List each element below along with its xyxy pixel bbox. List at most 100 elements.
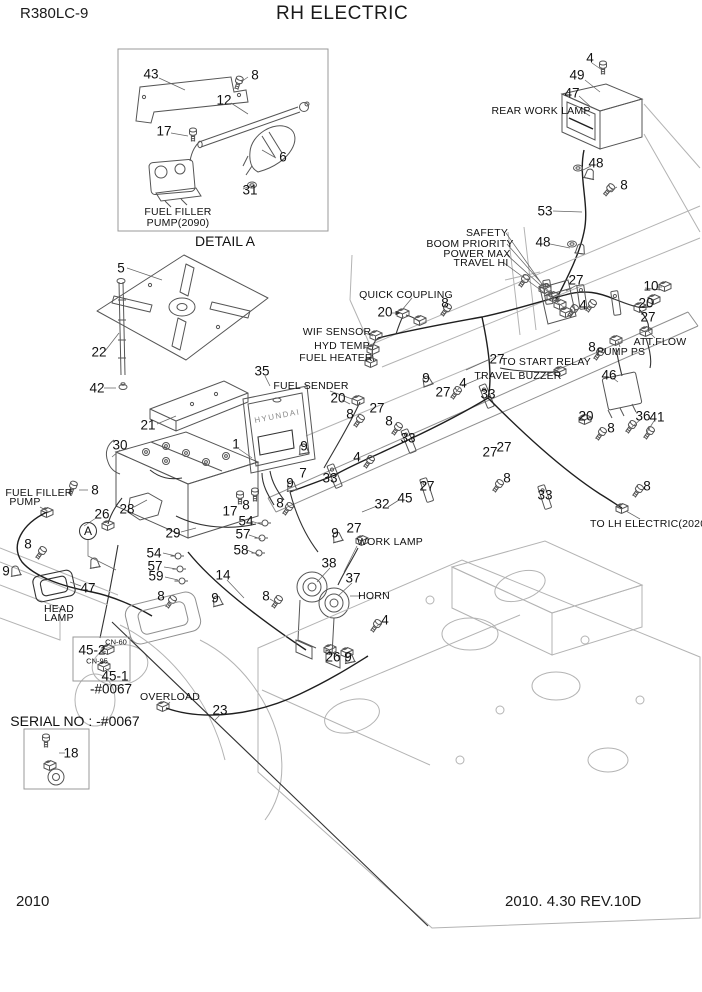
callout-27: 27: [489, 351, 505, 367]
page-number: 2010: [16, 893, 50, 910]
callout-23: 23: [212, 702, 228, 718]
callout-54: 54: [238, 513, 254, 529]
callout-35: 35: [254, 363, 270, 379]
callout-9: 9: [2, 563, 10, 579]
callout-43: 43: [143, 66, 159, 82]
callout-33: 33: [537, 487, 553, 503]
callout-45-1: 45-1: [101, 668, 129, 684]
callout-8: 8: [262, 588, 270, 604]
callout-0067: -#0067: [89, 681, 133, 697]
callout-detail-a: DETAIL A: [195, 233, 255, 249]
callout-42: 42: [89, 380, 105, 396]
callout-9: 9: [211, 590, 219, 606]
callout-26: 26: [94, 506, 110, 522]
callout-47: 47: [564, 85, 580, 101]
callout-8: 8: [620, 177, 628, 193]
callout-5: 5: [117, 260, 125, 276]
callout-8: 8: [91, 482, 99, 498]
callout-travel-buzzer: TRAVEL BUZZER: [474, 369, 562, 382]
callout-6: 6: [279, 149, 287, 165]
callout-59: 59: [148, 568, 164, 584]
callout-26: 26: [325, 649, 341, 665]
callout-27: 27: [496, 439, 512, 455]
callout-17: 17: [156, 123, 172, 139]
wiring-harness: [289, 272, 672, 553]
callout-33: 33: [480, 386, 496, 402]
callout-12: 12: [216, 92, 232, 108]
callout-33: 33: [322, 470, 338, 486]
callout-pump-ps: PUMP PS: [596, 345, 646, 358]
callout-fuel-filler: FUEL FILLER: [144, 205, 212, 218]
horn-drawing: [295, 535, 383, 669]
callout-8: 8: [157, 588, 165, 604]
overload-cable: [156, 655, 369, 716]
callout-8: 8: [643, 478, 651, 494]
callout-4: 4: [586, 50, 594, 66]
callout-fuel-filler: FUEL FILLER: [5, 486, 73, 499]
callout-46: 46: [601, 367, 617, 383]
callout-22: 22: [91, 344, 107, 360]
callout-8: 8: [242, 497, 250, 513]
callout-33: 33: [400, 430, 416, 446]
callout-cn-60: CN-60: [105, 637, 127, 647]
callout-1: 1: [232, 436, 240, 452]
callout-8: 8: [607, 420, 615, 436]
callout-27: 27: [435, 384, 451, 400]
callout-57: 57: [147, 558, 163, 574]
callout-53: 53: [537, 203, 553, 219]
callout-20: 20: [377, 304, 393, 320]
callout-20: 20: [638, 295, 654, 311]
callout-37: 37: [345, 570, 361, 586]
callout-4: 4: [579, 297, 587, 313]
callout-pump-2090: PUMP(2090): [146, 216, 210, 229]
callout-power-max: POWER MAX: [443, 247, 511, 260]
callout-fuel-sender: FUEL SENDER: [273, 379, 349, 392]
callout-27: 27: [640, 309, 656, 325]
callout-to-start-relay: TO START RELAY: [501, 355, 591, 368]
callout-17: 17: [222, 503, 238, 519]
callout-20: 20: [578, 408, 594, 424]
callout-att-flow: ATT.FLOW: [633, 335, 687, 348]
brand-text: HYUNDAI: [254, 407, 301, 425]
callout-a: A: [79, 522, 97, 540]
callout-9: 9: [300, 438, 308, 454]
callout-14: 14: [215, 567, 231, 583]
callout-27: 27: [482, 444, 498, 460]
rear-work-lamp-drawing: [549, 60, 701, 301]
chassis-drawing: [74, 540, 701, 929]
callout-rear-work-lamp: REAR WORK LAMP: [491, 104, 591, 117]
callout-fuel-heater: FUEL HEATER: [299, 351, 373, 364]
callout-4: 4: [353, 449, 361, 465]
callout-45-2: 45-2: [78, 642, 106, 658]
callout-58: 58: [233, 542, 249, 558]
callout-9: 9: [286, 475, 294, 491]
bracket-21-drawing: [149, 380, 249, 432]
callout-8: 8: [385, 413, 393, 429]
callout-head: HEAD: [44, 602, 74, 615]
callout-4: 4: [381, 612, 389, 628]
callout-boom-priority: BOOM PRIORITY: [426, 237, 514, 250]
callout-cn-95: CN-95: [86, 656, 108, 666]
model-code: R380LC-9: [20, 5, 89, 22]
callout-20: 20: [330, 390, 346, 406]
callout-27: 27: [568, 272, 584, 288]
callout-lamp: LAMP: [44, 611, 74, 624]
connector-detail-box: [72, 636, 131, 682]
callout-27: 27: [419, 478, 435, 494]
battery-drawing: [99, 431, 311, 651]
callout-travel-hi: TRAVEL HI: [453, 256, 509, 269]
callout-48: 48: [588, 155, 604, 171]
callout-8: 8: [441, 295, 449, 311]
callout-36: 36: [635, 408, 651, 424]
leader-lines: [39, 232, 662, 722]
callout-overload: OVERLOAD: [140, 690, 200, 703]
callout-safety: SAFETY: [465, 226, 509, 239]
callout-8: 8: [588, 339, 596, 355]
callout-8: 8: [346, 406, 354, 422]
callout-to-lh-electric-2020: TO LH ELECTRIC(2020): [590, 517, 702, 530]
callout-serial-no-0067: SERIAL NO : -#0067: [10, 713, 140, 729]
callout-9: 9: [331, 525, 339, 541]
callout-pump: PUMP: [9, 495, 41, 508]
callout-29: 29: [165, 525, 181, 541]
